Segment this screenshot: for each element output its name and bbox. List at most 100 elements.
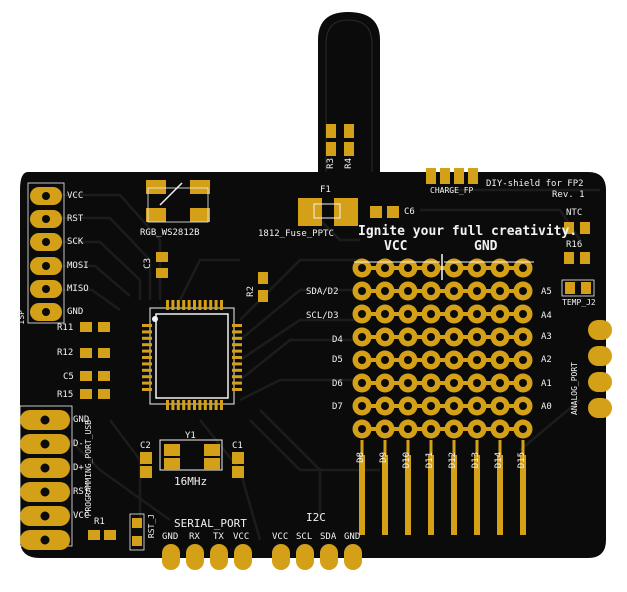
rail-gnd-label: GND <box>474 239 498 254</box>
label-r15: R15 <box>57 390 74 400</box>
pad-link <box>394 289 399 293</box>
mcu-pin <box>232 324 242 327</box>
proto-hole <box>450 356 458 364</box>
proto-hole <box>450 402 458 410</box>
proto-hole <box>519 356 527 364</box>
pad-link <box>440 312 445 316</box>
grid-bottom-d15: D15 <box>517 452 527 469</box>
pad-link <box>463 358 468 362</box>
grid-bottom-d10: D10 <box>402 452 412 469</box>
pad-link <box>371 404 376 408</box>
proto-hole <box>404 264 412 272</box>
pad-link <box>509 266 514 270</box>
pad-link <box>463 266 468 270</box>
grid-bottom-d9: D9 <box>379 452 389 463</box>
isp-header-label: ISP <box>17 310 26 325</box>
mcu-pin <box>182 300 186 310</box>
pad-link <box>371 312 376 316</box>
proto-hole <box>473 425 481 433</box>
mcu-pin <box>193 400 196 410</box>
label-f1: F1 <box>320 185 331 195</box>
pad-link <box>440 289 445 293</box>
pad-link <box>486 266 491 270</box>
pad-link <box>371 335 376 339</box>
mcu-pin <box>220 300 223 310</box>
proto-hole <box>381 264 389 272</box>
digital-finger <box>474 455 480 535</box>
proto-hole <box>381 333 389 341</box>
fuse-f1 <box>298 198 358 226</box>
pad-link <box>371 427 376 431</box>
grid-left-d6: D6 <box>332 379 343 389</box>
grid-left-d7: D7 <box>332 402 343 412</box>
mcu-pin <box>142 324 152 327</box>
i2c-label: I2C <box>306 511 326 524</box>
proto-hole <box>450 310 458 318</box>
serial-pin-tx: TX <box>213 532 224 542</box>
mcu-pin <box>182 400 186 410</box>
mcu-pin <box>142 336 152 340</box>
temp-connector <box>561 279 595 297</box>
resistors-r3-r4 <box>326 124 354 156</box>
isp-pin-vcc: VCC <box>67 191 84 201</box>
mcu-pin <box>232 375 242 379</box>
grid-right-a5: A5 <box>541 287 552 297</box>
proto-hole <box>473 287 481 295</box>
mcu-pin <box>142 381 152 385</box>
crystal-frequency: 16MHz <box>174 475 208 488</box>
pad-link <box>394 404 399 408</box>
cap-c6 <box>370 206 399 218</box>
mcu-pin <box>193 300 196 310</box>
proto-hole <box>381 356 389 364</box>
pad-link <box>440 358 445 362</box>
proto-hole <box>496 264 504 272</box>
mcu-pin <box>214 300 218 310</box>
grid-left-d5: D5 <box>332 355 343 365</box>
rgb-led <box>146 180 210 223</box>
pad-link <box>463 335 468 339</box>
label-r2: R2 <box>246 286 256 297</box>
mcu-pin <box>209 400 213 410</box>
proto-hole <box>381 425 389 433</box>
mcu-pin <box>220 400 223 410</box>
proto-hole <box>358 333 366 341</box>
mcu-pin <box>166 400 169 410</box>
proto-hole <box>519 425 527 433</box>
mcu-chip <box>142 300 242 410</box>
mcu-pin <box>142 375 152 379</box>
pad-link <box>371 266 376 270</box>
mcu-pin <box>203 300 207 310</box>
grid-left-d4: D4 <box>332 335 343 345</box>
crystal-y1 <box>140 439 244 478</box>
digital-finger <box>359 455 365 535</box>
pad-link <box>509 427 514 431</box>
mcu-pin <box>232 356 242 359</box>
proto-hole <box>496 310 504 318</box>
pad-link <box>371 289 376 293</box>
proto-hole <box>381 402 389 410</box>
pad-link <box>417 312 422 316</box>
label-rgb: RGB_WS2812B <box>140 228 200 238</box>
proto-hole <box>473 379 481 387</box>
pad-link <box>394 358 399 362</box>
i2c-port <box>272 544 362 570</box>
label-r3: R3 <box>326 158 336 169</box>
board-revision: Rev. 1 <box>552 190 585 200</box>
proto-hole <box>450 333 458 341</box>
mcu-pin <box>176 300 180 310</box>
proto-hole <box>358 356 366 364</box>
label-charge: CHARGE_FP <box>430 186 474 195</box>
label-fuse: 1812_Fuse_PPTC <box>258 229 334 239</box>
pad-link <box>463 404 468 408</box>
proto-hole <box>519 264 527 272</box>
proto-hole <box>427 310 435 318</box>
pad-link <box>440 335 445 339</box>
proto-hole <box>496 287 504 295</box>
label-r4: R4 <box>344 158 354 169</box>
proto-hole <box>404 402 412 410</box>
pad-link <box>417 427 422 431</box>
serial-port <box>162 544 252 570</box>
grid-right-a3: A3 <box>541 332 552 342</box>
pad-link <box>509 381 514 385</box>
